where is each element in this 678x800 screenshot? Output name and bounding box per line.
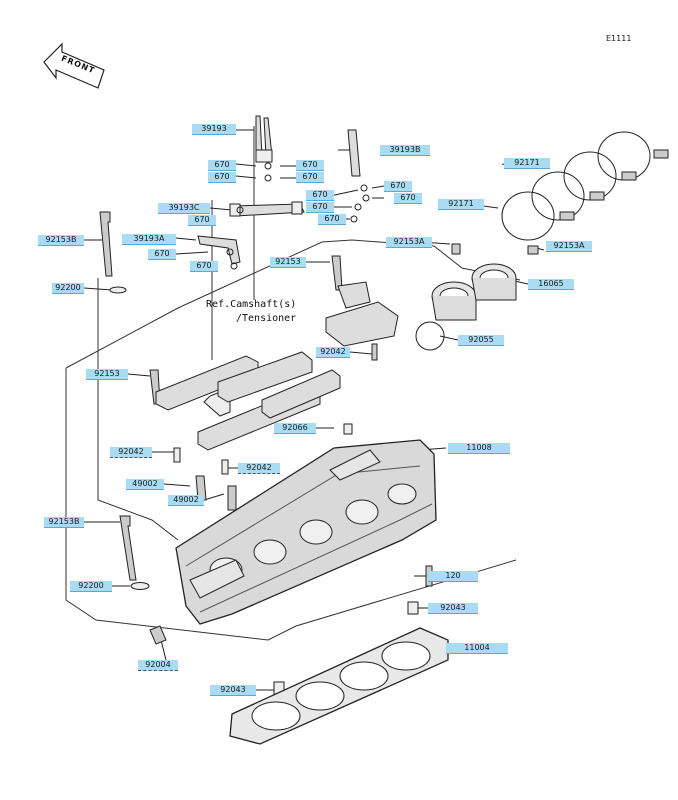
callout-92043-lower[interactable]: 92043 [210, 685, 256, 696]
callout-92171-upper[interactable]: 92171 [504, 158, 550, 169]
callout-120[interactable]: 120 [428, 571, 478, 582]
callout-670-g[interactable]: 670 [306, 202, 334, 213]
callout-39193b[interactable]: 39193B [380, 145, 430, 156]
front-arrow-icon [43, 42, 105, 89]
callout-39193a[interactable]: 39193A [122, 234, 176, 245]
callout-670-l[interactable]: 670 [190, 261, 218, 272]
callout-92055[interactable]: 92055 [458, 335, 504, 346]
callout-670-k[interactable]: 670 [148, 249, 176, 260]
callout-49002-left[interactable]: 49002 [126, 479, 164, 490]
callout-92171-lower[interactable]: 92171 [438, 199, 484, 210]
callout-92153-upper[interactable]: 92153 [270, 257, 306, 268]
callout-670-e[interactable]: 670 [306, 190, 334, 201]
callout-92153a-right[interactable]: 92153A [546, 241, 592, 252]
callout-92042-right[interactable]: 92042 [238, 463, 280, 474]
callout-92153-lower[interactable]: 92153 [86, 369, 128, 380]
callout-670-b[interactable]: 670 [208, 172, 236, 183]
callout-92042-mid[interactable]: 92042 [110, 447, 152, 458]
callout-92200-upper[interactable]: 92200 [52, 283, 84, 294]
callout-670-f[interactable]: 670 [384, 181, 412, 192]
callout-670-j[interactable]: 670 [188, 215, 216, 226]
callout-49002-right[interactable]: 49002 [168, 495, 204, 506]
callout-92042-upper[interactable]: 92042 [316, 347, 350, 358]
callout-670-a[interactable]: 670 [208, 160, 236, 171]
callout-92200-lower[interactable]: 92200 [70, 581, 112, 592]
callout-670-c[interactable]: 670 [296, 160, 324, 171]
ref-note-camshaft: Ref.Camshaft(s) [206, 299, 297, 310]
callout-92004[interactable]: 92004 [138, 660, 178, 671]
callout-92153b-upper[interactable]: 92153B [38, 235, 84, 246]
callout-92043-upper[interactable]: 92043 [428, 603, 478, 614]
callout-11008[interactable]: 11008 [448, 443, 510, 454]
callout-11004[interactable]: 11004 [446, 643, 508, 654]
diagram-id: E1111 [606, 34, 632, 43]
callout-16065[interactable]: 16065 [528, 279, 574, 290]
callout-39193c[interactable]: 39193C [158, 203, 210, 214]
ref-note-tensioner: /Tensioner [236, 313, 297, 324]
callout-92066[interactable]: 92066 [274, 423, 316, 434]
callout-670-i[interactable]: 670 [318, 214, 346, 225]
callout-670-h[interactable]: 670 [394, 193, 422, 204]
callout-670-d[interactable]: 670 [296, 172, 324, 183]
callout-92153b-lower[interactable]: 92153B [44, 517, 84, 528]
callout-39193[interactable]: 39193 [192, 124, 236, 135]
callout-92153a-left[interactable]: 92153A [386, 237, 432, 248]
